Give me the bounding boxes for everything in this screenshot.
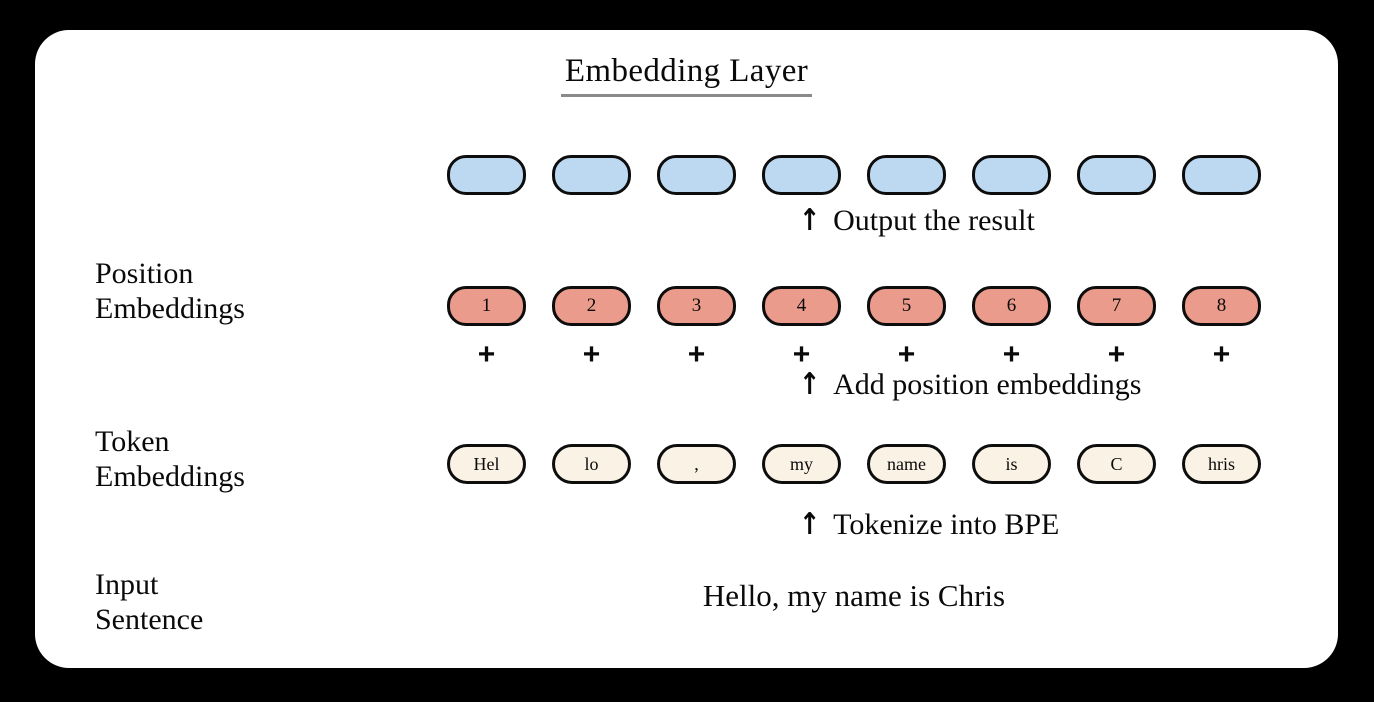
token-pill-cell: my — [749, 444, 854, 484]
token-pill-cell: , — [644, 444, 749, 484]
token-pill: , — [657, 444, 736, 484]
token-pill: C — [1077, 444, 1156, 484]
token-pill: hris — [1182, 444, 1261, 484]
position-embeddings-row: 1 2 3 4 5 6 7 8 — [434, 286, 1274, 326]
token-pill: is — [972, 444, 1051, 484]
annotation-text: Tokenize into BPE — [833, 508, 1060, 541]
output-pill — [447, 155, 526, 195]
title-container: Embedding Layer — [35, 52, 1338, 97]
plus-operator: + — [1212, 338, 1231, 371]
token-pill-cell: C — [1064, 444, 1169, 484]
token-pill-cell: is — [959, 444, 1064, 484]
output-pill — [867, 155, 946, 195]
position-pill: 6 — [972, 286, 1051, 326]
plus-operator-row: + + + + + + + + — [434, 338, 1274, 372]
label-position-embeddings: Position Embeddings — [95, 257, 245, 325]
label-token-embeddings: Token Embeddings — [95, 425, 245, 493]
output-embeddings-row — [434, 155, 1274, 195]
input-sentence-text: Hello, my name is Chris — [702, 578, 1006, 613]
position-pill: 1 — [447, 286, 526, 326]
output-pill — [657, 155, 736, 195]
position-pill-cell: 7 — [1064, 286, 1169, 326]
output-pill — [1077, 155, 1156, 195]
token-pill: Hel — [447, 444, 526, 484]
diagram-card: Embedding Layer Position Embeddings Toke… — [35, 30, 1338, 668]
position-pill-cell: 6 — [959, 286, 1064, 326]
token-pill-cell: lo — [539, 444, 644, 484]
position-pill: 2 — [552, 286, 631, 326]
output-pill-cell — [1169, 155, 1274, 195]
output-pill-cell — [1064, 155, 1169, 195]
plus-operator: + — [897, 338, 916, 371]
position-pill-cell: 5 — [854, 286, 959, 326]
annotation-tokenize-into-bpe: ↑ Tokenize into BPE — [797, 508, 1059, 542]
token-embeddings-row: Hel lo , my name is C hris — [434, 444, 1274, 484]
output-pill-cell — [434, 155, 539, 195]
annotation-output-the-result: ↑ Output the result — [797, 204, 1035, 238]
arrow-up-icon: ↑ — [798, 203, 821, 238]
position-pill: 3 — [657, 286, 736, 326]
annotation-text: Add position embeddings — [833, 368, 1142, 401]
token-pill-cell: name — [854, 444, 959, 484]
position-pill: 4 — [762, 286, 841, 326]
output-pill-cell — [644, 155, 749, 195]
output-pill — [552, 155, 631, 195]
plus-operator: + — [687, 338, 706, 371]
plus-operator: + — [792, 338, 811, 371]
position-pill-cell: 1 — [434, 286, 539, 326]
token-pill: name — [867, 444, 946, 484]
position-pill: 7 — [1077, 286, 1156, 326]
token-pill: lo — [552, 444, 631, 484]
output-pill — [972, 155, 1051, 195]
position-pill: 5 — [867, 286, 946, 326]
annotation-text: Output the result — [833, 204, 1035, 237]
position-pill-cell: 3 — [644, 286, 749, 326]
output-pill — [1182, 155, 1261, 195]
output-pill-cell — [749, 155, 854, 195]
arrow-up-icon: ↑ — [798, 367, 821, 402]
position-pill-cell: 8 — [1169, 286, 1274, 326]
token-pill-cell: Hel — [434, 444, 539, 484]
output-pill — [762, 155, 841, 195]
position-pill-cell: 4 — [749, 286, 854, 326]
arrow-up-icon: ↑ — [798, 507, 821, 542]
position-pill-cell: 2 — [539, 286, 644, 326]
plus-operator: + — [1107, 338, 1126, 371]
token-pill: my — [762, 444, 841, 484]
plus-operator: + — [1002, 338, 1021, 371]
plus-operator: + — [477, 338, 496, 371]
position-pill: 8 — [1182, 286, 1261, 326]
token-pill-cell: hris — [1169, 444, 1274, 484]
annotation-add-position-embeddings: ↑ Add position embeddings — [797, 367, 1142, 402]
output-pill-cell — [854, 155, 959, 195]
output-pill-cell — [539, 155, 644, 195]
page-title: Embedding Layer — [560, 52, 813, 97]
label-input-sentence: Input Sentence — [95, 568, 204, 636]
output-pill-cell — [959, 155, 1064, 195]
plus-operator: + — [582, 338, 601, 371]
